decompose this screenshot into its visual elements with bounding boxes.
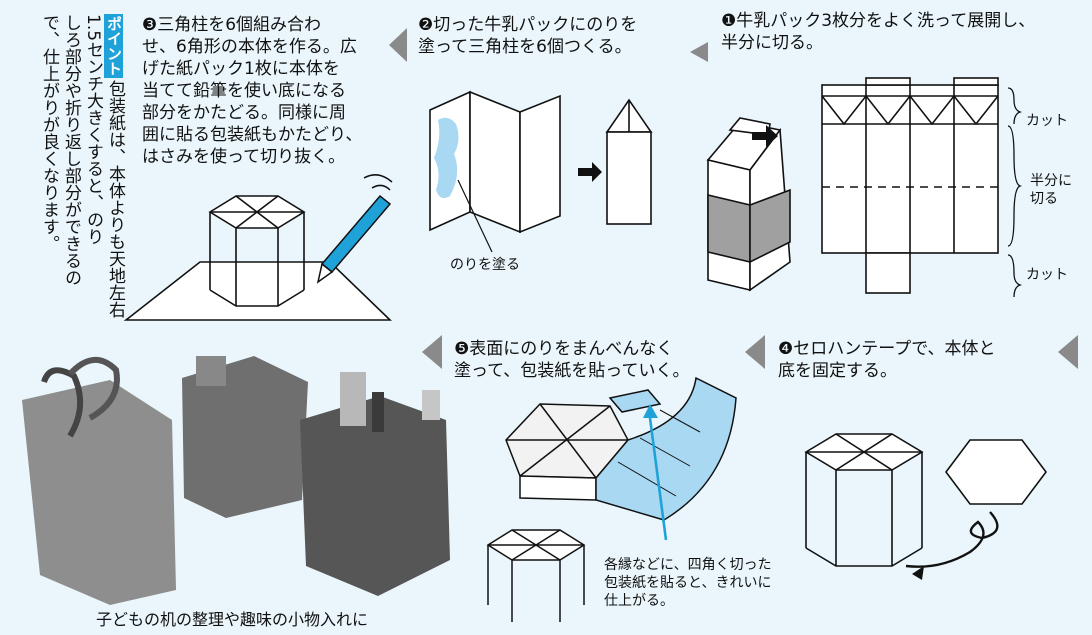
hexagon-body-tracing-illustration bbox=[123, 195, 392, 321]
point-text-col1: 包装紙は、本体よりも天地左右 bbox=[105, 80, 125, 318]
step-arrow-icon bbox=[389, 28, 407, 62]
point-text-col3: しろ部分や折り返し部分ができるの bbox=[61, 14, 81, 286]
point-badge: ポイント bbox=[104, 14, 123, 78]
point-text-col2: 1.5センチ大きくすると、のり bbox=[83, 14, 103, 246]
glue-sheet-illustration bbox=[429, 90, 561, 253]
cut-bottom-label: カット bbox=[1026, 267, 1068, 283]
milk-carton-illustration bbox=[706, 117, 791, 292]
step-arrow-icon bbox=[745, 335, 765, 369]
point-text-col4: で、仕上がりが良くなります。 bbox=[39, 14, 59, 252]
finished-containers-photo bbox=[22, 356, 450, 605]
cut-top-label: カット bbox=[1026, 113, 1068, 129]
step-5-text: ❺表面にのりをまんべんなく 塗って、包装紙を貼っていく。 bbox=[454, 339, 690, 381]
edges-note: 各縁などに、四角く切った 包装紙を貼ると、きれいに 仕上がる。 bbox=[604, 557, 772, 609]
hexagon-base-shape bbox=[945, 439, 1047, 505]
right-arrow-icon bbox=[578, 162, 602, 182]
step-arrow-icon bbox=[1058, 335, 1078, 369]
unfolded-carton-diagram bbox=[821, 77, 999, 294]
step-arrow-icon bbox=[422, 335, 442, 369]
photo-caption: 子どもの机の整理や趣味の小物入れに bbox=[96, 610, 369, 629]
pencil-icon bbox=[316, 174, 393, 284]
step-arrow-icon bbox=[690, 42, 708, 62]
right-arrow-icon bbox=[752, 125, 778, 147]
triangular-prism-illustration bbox=[605, 98, 653, 225]
step-2-text: ❷切った牛乳パックにのりを 塗って三角柱を6個つくる。 bbox=[418, 15, 638, 57]
curved-arrow-icon bbox=[905, 511, 999, 568]
glue-label: のりを塗る bbox=[450, 257, 520, 273]
step-3-text: ❸三角柱を6個組み合わ せ、6角形の本体を作る。広 げた紙パック1枚に本体を 当… bbox=[142, 15, 363, 167]
hexagon-body-illustration bbox=[804, 433, 924, 567]
wrapping-paper-illustration bbox=[505, 376, 737, 541]
finished-hexagon-illustration bbox=[486, 529, 586, 622]
bracket-lines bbox=[1007, 87, 1023, 298]
half-cut-label: 半分に 切る bbox=[1030, 173, 1072, 207]
step-1-text: ❶牛乳パック3枚分をよく洗って展開し、 半分に切る。 bbox=[721, 11, 1036, 53]
step-4-text: ❹セロハンテープで、本体と 底を固定する。 bbox=[778, 339, 996, 381]
